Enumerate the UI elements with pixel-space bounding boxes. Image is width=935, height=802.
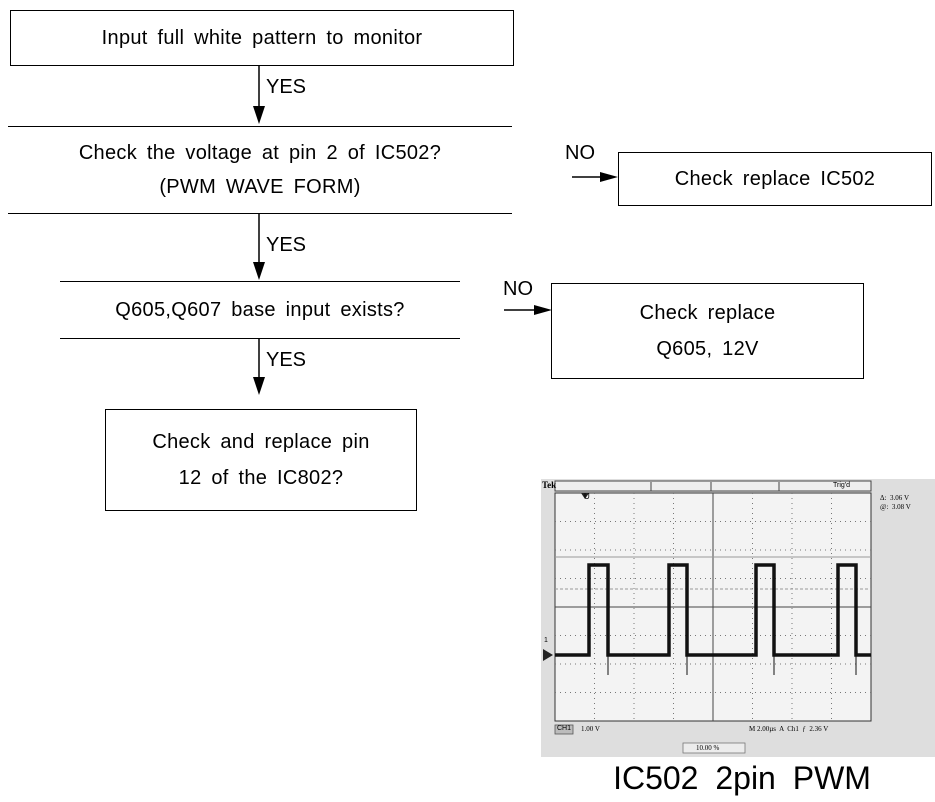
arrowhead-yes1 xyxy=(253,106,265,124)
alt2-box: Check replace Q605, 12V xyxy=(551,283,864,379)
scope-caption: IC502 2pin PWM xyxy=(613,760,871,796)
scope-duty-cycle: 10.00 % xyxy=(696,744,720,752)
yes-label-3: YES xyxy=(266,349,307,371)
scope-timebase: M 2.00µs A Ch1 ƒ 2.36 V xyxy=(749,725,829,733)
step3-text: Q605,Q607 base input exists? xyxy=(115,298,405,321)
oscilloscope-screen xyxy=(541,479,935,757)
step2-text-line2: (PWM WAVE FORM) xyxy=(159,176,361,198)
scope-trigger-status: Trig'd xyxy=(833,482,851,489)
ground-marker-arrow xyxy=(543,649,553,661)
step4-box: Check and replace pin 12 of the IC802? xyxy=(105,409,417,511)
yes-label-1: YES xyxy=(266,76,307,98)
alt1-text: Check replace IC502 xyxy=(674,167,876,190)
scope-cursor-delta: Δ: 3.06 V xyxy=(880,494,910,502)
step2-text-line1: Check the voltage at pin 2 of IC502? xyxy=(78,142,442,164)
scope-top-bar xyxy=(554,480,872,492)
no-label-1: NO xyxy=(565,142,595,164)
no-label-2: NO xyxy=(503,278,533,300)
yes-label-2: YES xyxy=(266,234,307,256)
flow-connectors xyxy=(253,66,618,395)
arrowhead-yes3 xyxy=(253,377,265,395)
scope-cursor-abs: @: 3.08 V xyxy=(880,503,911,511)
ch-readout-box xyxy=(554,724,574,735)
pwm-waveform xyxy=(555,563,871,657)
step3-box: Q605,Q607 base input exists? xyxy=(60,281,460,339)
scope-ground-label: 1 xyxy=(544,637,548,644)
step2-box: Check the voltage at pin 2 of IC502? (PW… xyxy=(8,126,512,214)
waveform-undershoot-spikes xyxy=(607,655,857,675)
scope-channel-scale: 1.00 V xyxy=(581,725,600,733)
oscilloscope-capture: Tek Trig'd U Δ: 3.06 V @: 3.08 V 1 CH1 1… xyxy=(541,479,935,757)
alt1-box: Check replace IC502 xyxy=(618,152,932,206)
scope-trigger-marker: U xyxy=(584,492,590,501)
alt2-text-line2: Q605, 12V xyxy=(656,338,759,360)
alt2-text-line1: Check replace xyxy=(639,302,776,324)
step4-text-line2: 12 of the IC802? xyxy=(178,467,344,489)
scope-brand: Tek xyxy=(542,480,557,490)
step1-text: Input full white pattern to monitor xyxy=(101,26,423,49)
duty-readout-box xyxy=(682,742,746,754)
scope-grid-lines xyxy=(555,493,871,721)
arrowhead-yes2 xyxy=(253,262,265,280)
step4-text-line1: Check and replace pin xyxy=(152,431,370,453)
arrowhead-no1 xyxy=(600,172,618,182)
scope-channel-label: CH1 xyxy=(557,725,572,732)
arrowhead-no2 xyxy=(534,305,552,315)
step1-box: Input full white pattern to monitor xyxy=(10,10,514,66)
trigger-marker-arrow xyxy=(581,493,589,499)
